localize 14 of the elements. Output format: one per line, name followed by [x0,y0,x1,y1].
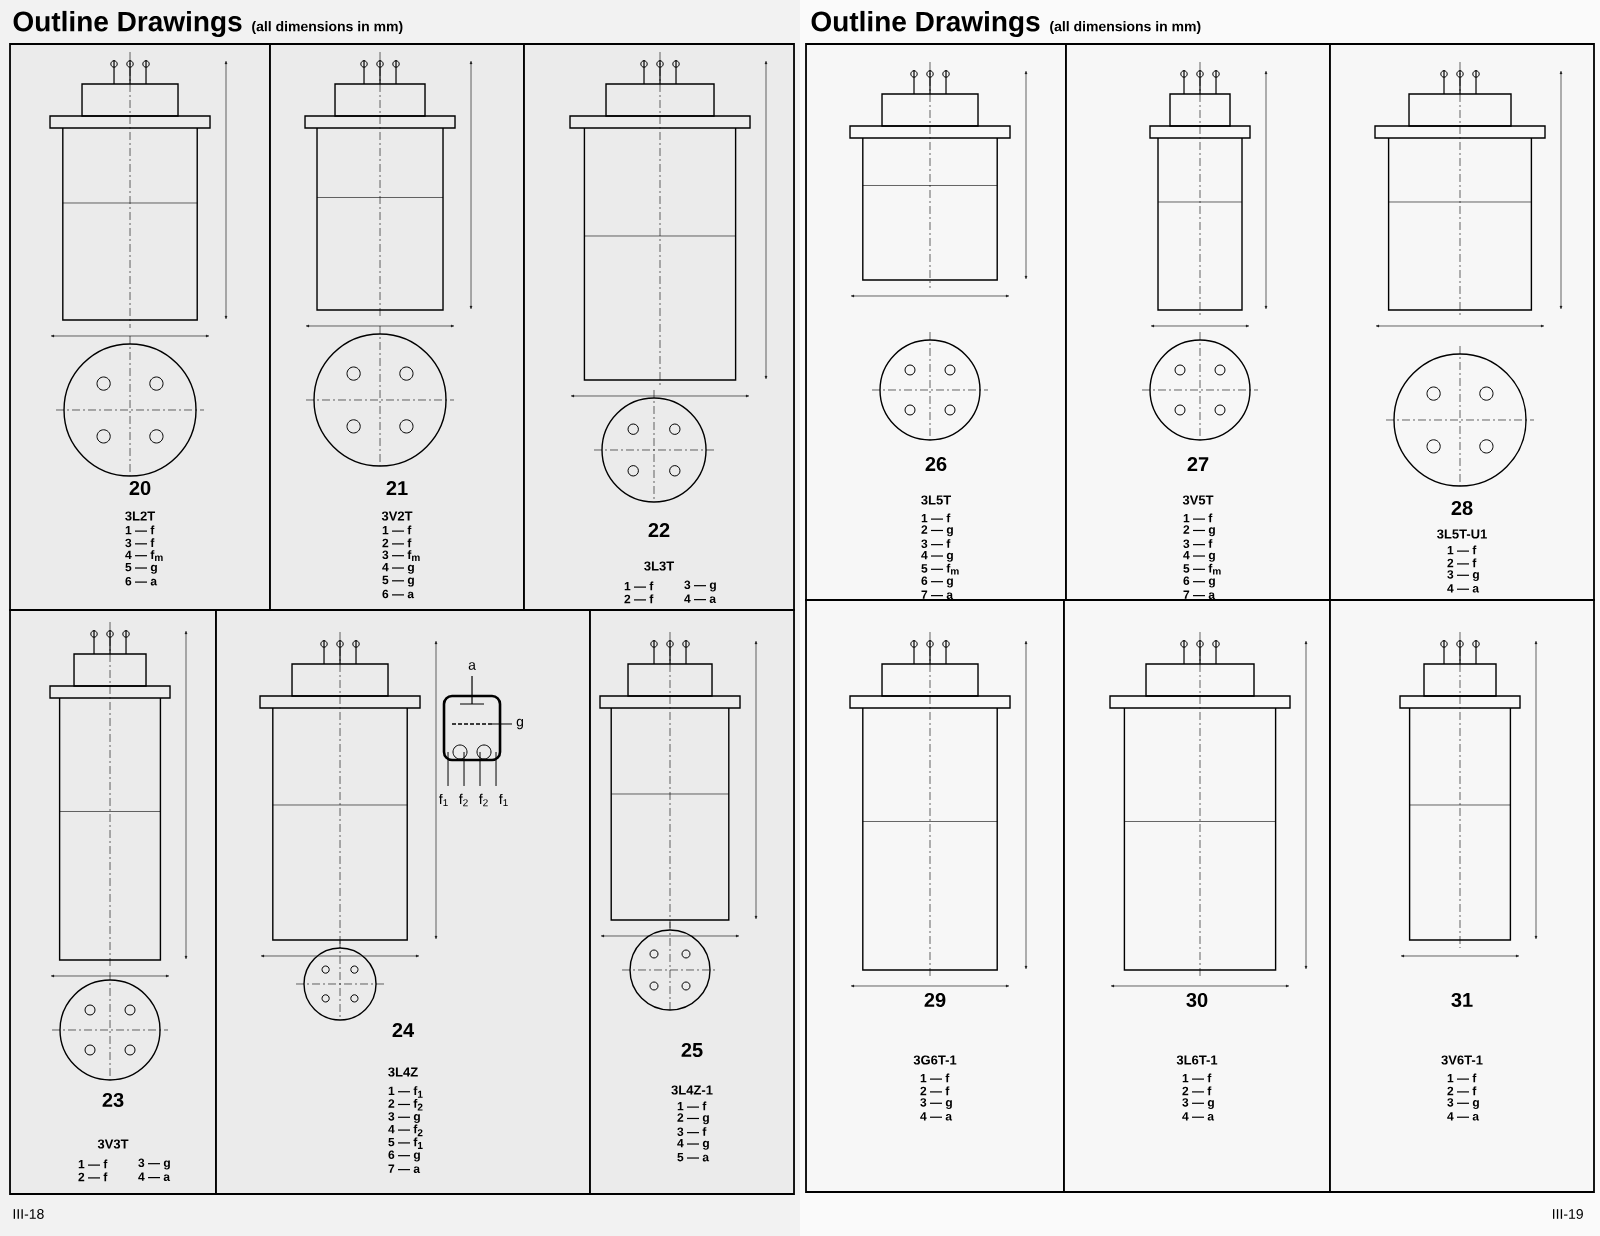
figure-number: 26 [925,456,947,472]
figure-number: 23 [102,1092,124,1108]
page-title: Outline Drawings [811,10,1040,38]
figure-number: 30 [1186,992,1208,1008]
figure-number: 28 [1451,500,1473,516]
figure-number: 31 [1451,992,1473,1008]
page-title: Outline Drawings [13,10,242,38]
figure-number: 20 [129,480,151,496]
figure-number: 25 [681,1042,703,1058]
figure-number: 24 [392,1023,414,1037]
figure-number: 27 [1187,457,1209,471]
figure-number: 21 [386,481,408,495]
figure-number: 22 [648,523,670,537]
figure-number: 29 [924,992,946,1008]
